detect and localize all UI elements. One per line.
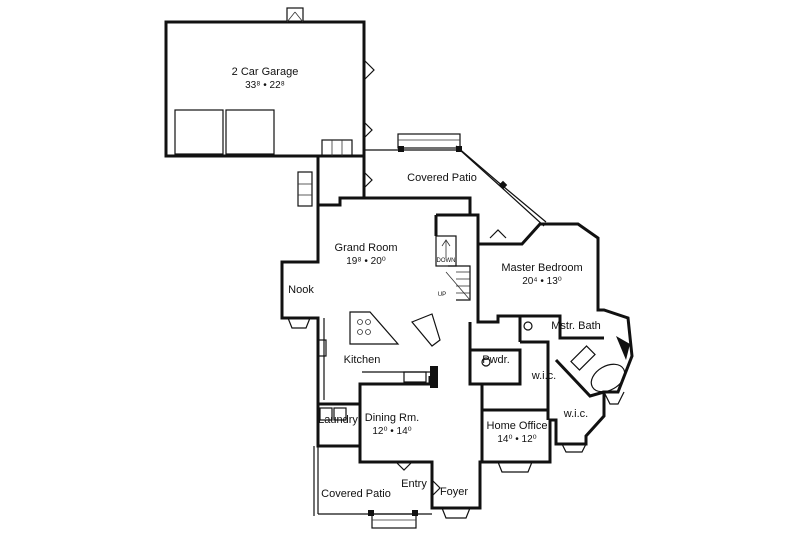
dining-room-dims: 12⁰ • 14⁰	[372, 426, 412, 437]
bay-windows	[287, 317, 625, 519]
label-covered-patio-front: Covered Patio	[321, 488, 391, 501]
master-bedroom-name: Master Bedroom	[501, 262, 583, 274]
label-powder: Pwdr.	[482, 354, 510, 367]
door-swings	[363, 171, 507, 497]
label-stair-down: DOWN	[437, 258, 456, 265]
label-dining-room: Dining Rm. 12⁰ • 14⁰	[365, 412, 419, 438]
grand-room-dims: 19⁸ • 20⁰	[346, 256, 386, 267]
front-patio	[313, 446, 432, 529]
label-entry: Entry	[401, 478, 427, 491]
kitchen-fixtures	[317, 311, 441, 400]
label-foyer: Foyer	[440, 486, 468, 499]
label-covered-patio-rear: Covered Patio	[407, 172, 477, 185]
label-master-bath: Mstr. Bath	[551, 320, 601, 333]
dining-room-name: Dining Rm.	[364, 412, 420, 424]
home-office-dims: 14⁰ • 12⁰	[497, 434, 537, 445]
foyer-name: Foyer	[439, 486, 469, 498]
label-wic-left: w.i.c.	[532, 370, 556, 383]
label-master-bedroom: Master Bedroom 20⁴ • 13⁰	[501, 262, 582, 288]
stair-up-text: UP	[437, 292, 447, 298]
garage-dims: 33⁸ • 22⁸	[245, 80, 285, 91]
label-nook: Nook	[288, 284, 314, 297]
label-home-office: Home Office 14⁰ • 12⁰	[487, 420, 548, 446]
nook-name: Nook	[288, 284, 314, 296]
entry-name: Entry	[401, 478, 427, 490]
label-wic-right: w.i.c.	[564, 408, 588, 421]
laundry-name: Laundry	[318, 414, 358, 426]
kitchen-name: Kitchen	[343, 354, 381, 366]
master-bedroom-dims: 20⁴ • 13⁰	[522, 276, 562, 287]
wic-right-name: w.i.c.	[563, 408, 589, 420]
garage-steps	[297, 139, 353, 207]
label-stair-up: UP	[438, 292, 446, 299]
label-grand-room: Grand Room 19⁸ • 20⁰	[335, 242, 398, 268]
laundry-fixtures	[319, 407, 347, 421]
stair-down-text: DOWN	[436, 258, 456, 264]
powder-name: Pwdr.	[482, 354, 510, 366]
garage-name: 2 Car Garage	[231, 66, 299, 78]
label-garage: 2 Car Garage 33⁸ • 22⁸	[232, 66, 299, 92]
label-laundry: Laundry	[318, 414, 358, 427]
bath-fixtures	[481, 321, 630, 393]
grand-room-name: Grand Room	[334, 242, 398, 254]
label-kitchen: Kitchen	[344, 354, 381, 367]
interior-walls	[318, 213, 605, 462]
covered-patio-rear-name: Covered Patio	[407, 172, 477, 184]
master-bath-name: Mstr. Bath	[551, 320, 601, 332]
covered-patio-front-name: Covered Patio	[321, 488, 391, 500]
wic-left-name: w.i.c.	[531, 370, 557, 382]
garage-walls	[164, 7, 375, 158]
staircase	[435, 235, 471, 301]
rear-patio	[364, 133, 547, 227]
home-office-name: Home Office	[486, 420, 548, 432]
